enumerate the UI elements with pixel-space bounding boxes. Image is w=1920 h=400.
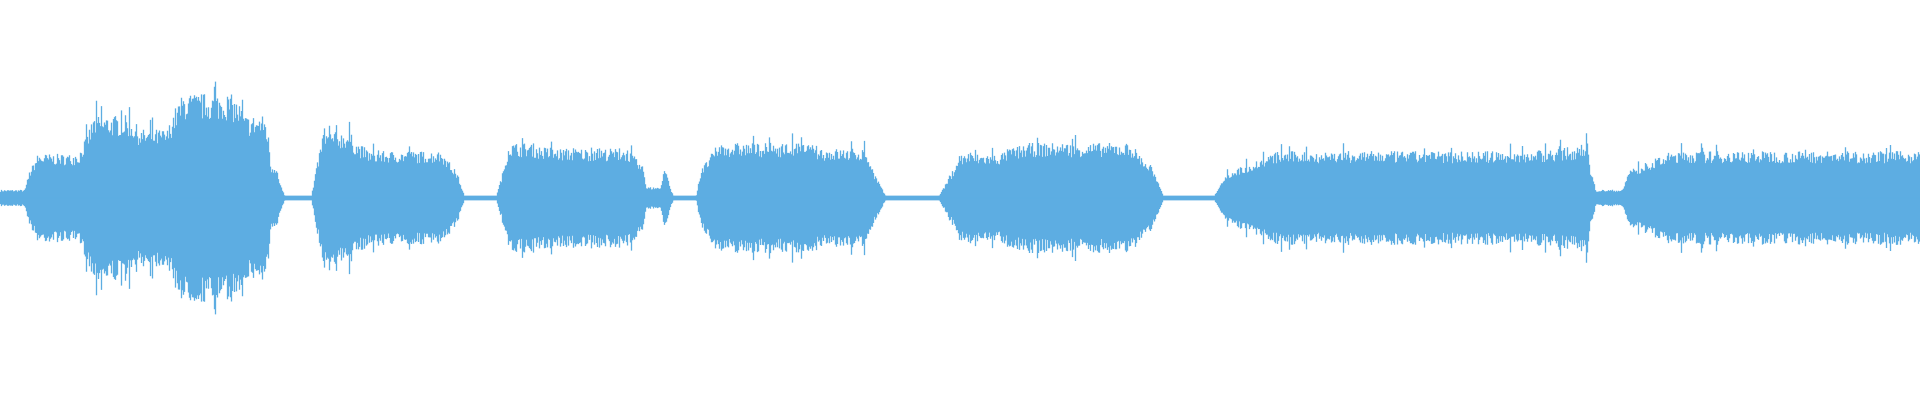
waveform-view[interactable] [0, 0, 1920, 400]
audio-waveform[interactable] [0, 0, 1920, 400]
